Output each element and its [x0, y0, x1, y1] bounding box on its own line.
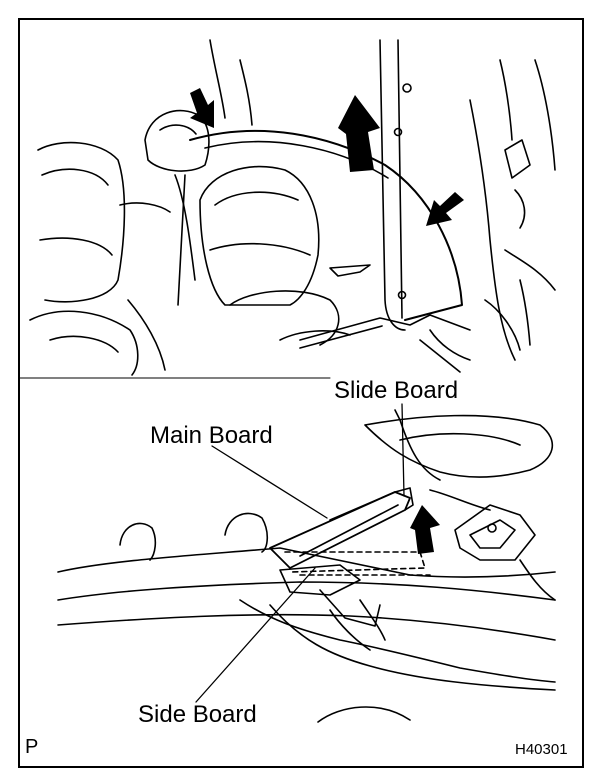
arrow-down-left-icon — [426, 192, 464, 226]
top-panel-illustration — [29, 39, 556, 376]
direction-arrows-top — [190, 88, 464, 226]
bottom-panel-illustration — [57, 409, 556, 723]
main-board-leader — [211, 445, 328, 519]
side-board-label: Side Board — [138, 701, 257, 728]
leader-lines — [195, 403, 405, 703]
arrow-up-icon — [410, 505, 440, 554]
main-board-label: Main Board — [150, 422, 273, 449]
side-board-leader — [195, 567, 316, 703]
slide-board-label: Slide Board — [334, 377, 459, 404]
arrow-up-icon — [338, 95, 380, 172]
slide-board-leader — [401, 403, 405, 497]
arrow-down-right-icon — [190, 88, 214, 128]
illustration-frame — [18, 18, 584, 768]
figure-code: H40301 — [515, 741, 568, 758]
corner-mark: P — [25, 736, 39, 758]
